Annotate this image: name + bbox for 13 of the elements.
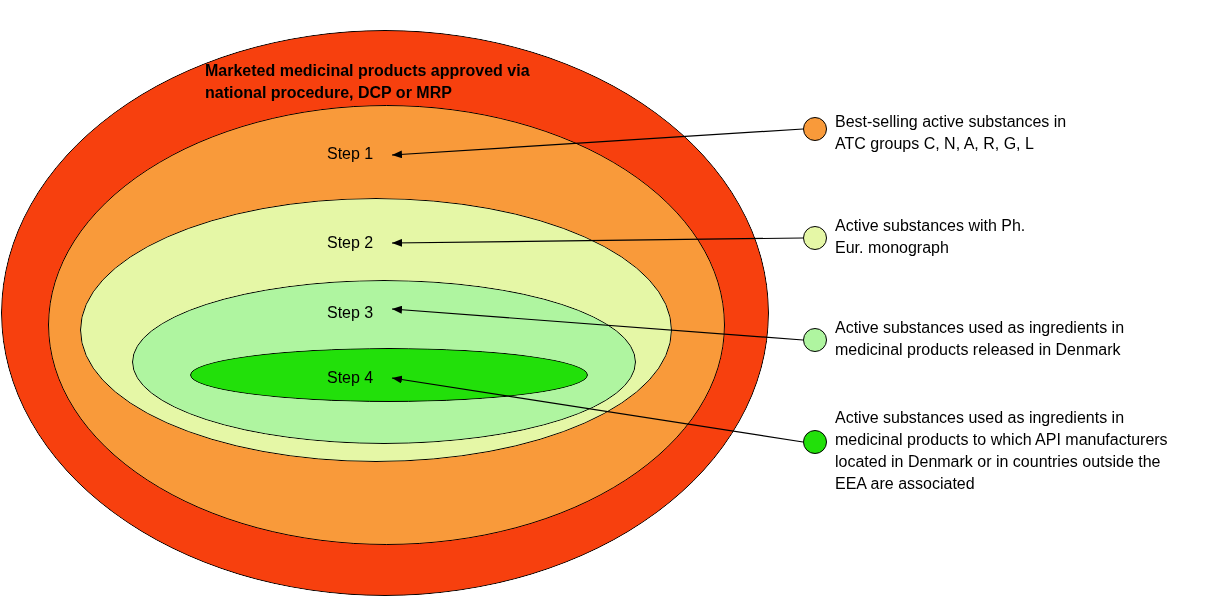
description-text: Active substances with Ph. Eur. monograph — [835, 216, 1027, 258]
arrow — [391, 375, 804, 443]
description-text: Active substances used as ingredients in medicinal products released in Denmark — [835, 318, 1126, 360]
group-heading: Marketed medicinal products approved via national procedure, DCP or MRP — [205, 61, 531, 103]
arrow — [391, 237, 804, 247]
step-label: Step 3 — [327, 303, 374, 323]
step-label: Step 1 — [327, 144, 374, 164]
arrow — [391, 128, 804, 159]
step-label: Step 4 — [327, 368, 374, 388]
description-text: Best-selling active substances in ATC groups C, N, A, R, G, L — [835, 112, 1068, 154]
arrow — [391, 305, 804, 341]
description-text: Active substances used as ingredients in medicinal products to which API manufacturers located in Denmark or in countries outside the EEA are associated — [835, 408, 1169, 494]
step-label: Step 2 — [327, 233, 374, 253]
